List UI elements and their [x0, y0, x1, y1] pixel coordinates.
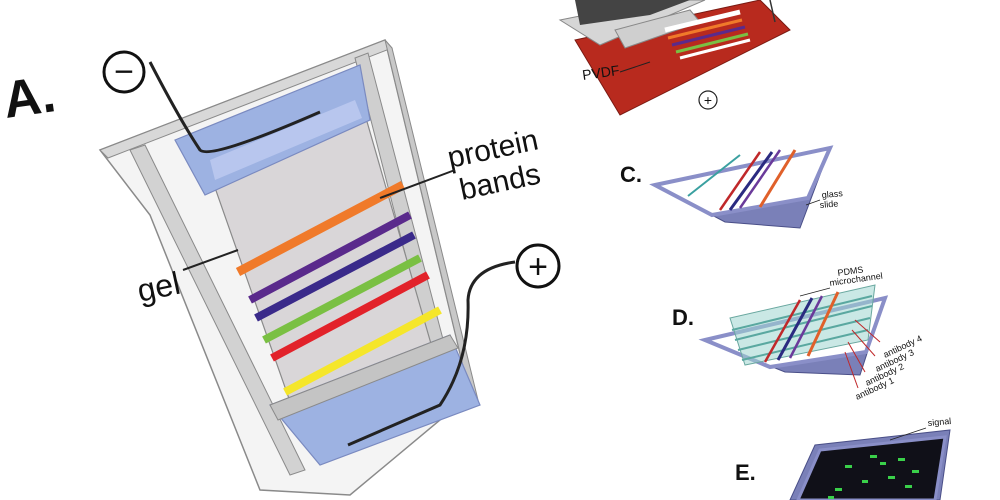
chip-bands	[763, 291, 840, 363]
upper-buffer-surface	[210, 100, 362, 180]
glass-leader-line	[805, 199, 821, 206]
band-green	[262, 254, 422, 344]
pdms-label-line1: PDMS	[837, 264, 864, 278]
protein-bands-leader-line	[379, 169, 456, 199]
pvdf-plus-symbol: +	[704, 92, 712, 108]
gel-leader-line	[182, 249, 239, 271]
signal-spot	[905, 485, 912, 488]
plus-symbol: +	[528, 248, 548, 286]
gel-label: gel	[134, 265, 183, 309]
minus-symbol: −	[114, 53, 134, 91]
cathode-wire	[148, 61, 321, 154]
pvdf-leader-line	[619, 61, 651, 73]
band-purple	[248, 211, 412, 304]
panel-c-letter: C.	[620, 162, 642, 187]
panel-e: E. signal	[735, 416, 952, 500]
slide-band-red	[718, 151, 762, 211]
signal-spot	[888, 476, 895, 479]
antibody-leaders	[844, 319, 881, 389]
signal-spot	[912, 470, 919, 473]
pvdf-bands	[664, 9, 751, 60]
panel-d-letter: D.	[672, 305, 694, 330]
slide-band-purple	[738, 149, 782, 209]
signal-spot	[835, 488, 842, 491]
signal-spot	[898, 458, 905, 461]
panel-e-letter: E.	[735, 460, 756, 485]
signal-spot	[880, 462, 886, 465]
panel-b: PVDF +	[558, 0, 791, 116]
signal-label: signal	[927, 416, 951, 428]
slide-band-teal	[687, 154, 741, 197]
pvdf-plus-icon	[698, 90, 718, 110]
plus-electrode-icon	[515, 243, 561, 289]
band-indigo	[254, 231, 416, 322]
band-yellow	[283, 306, 442, 396]
readout-slide	[796, 435, 947, 500]
panel-a: A. − +	[0, 38, 561, 496]
slide-band-navy	[728, 151, 774, 211]
signal-spot	[828, 496, 834, 499]
signal-spot	[870, 455, 877, 458]
panel-a-letter: A.	[0, 65, 59, 130]
transfer-cassette	[575, 0, 690, 25]
signal-spot	[862, 480, 868, 483]
protein-bands	[235, 181, 442, 396]
lower-gel-ledge	[269, 334, 459, 421]
band-red	[270, 271, 430, 362]
pvdf-label: PVDF	[581, 62, 620, 83]
panel-d: D. PDMS microchannel antibody 4 antibody…	[672, 264, 923, 401]
glass-label-line1: glass	[821, 188, 843, 200]
minus-electrode-icon	[102, 50, 146, 94]
signal-leader-line	[889, 427, 927, 441]
signal-spot	[845, 465, 852, 468]
slide-band-orange	[758, 149, 797, 208]
band-orange	[235, 181, 406, 276]
panel-c: C. glass slide	[620, 145, 844, 229]
anode-wire	[347, 260, 516, 447]
signal-spots	[828, 455, 919, 499]
pdms-leader-line	[799, 287, 831, 297]
transfer-arrow	[769, 0, 776, 23]
glass-label-line2: slide	[819, 198, 838, 210]
slide-bands	[687, 149, 797, 211]
microchannels	[731, 295, 873, 361]
glass-plate-left	[129, 144, 306, 476]
